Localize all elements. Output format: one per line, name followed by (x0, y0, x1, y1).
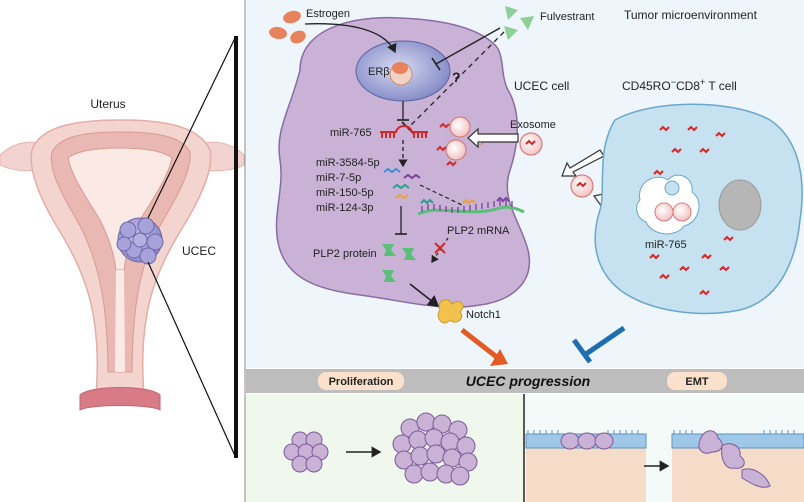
ucec-tumor-label: UCEC (182, 244, 216, 258)
tme-label: Tumor microenvironment (624, 8, 758, 22)
fulvestrant-molecules (504, 6, 534, 40)
multivesicular-body (636, 174, 700, 235)
t-cell-label: CD45RO−CD8+ T cell (622, 77, 737, 93)
mir-3584-label: miR-3584-5p (316, 157, 380, 169)
proliferation-label: Proliferation (329, 376, 394, 388)
ucec-cell-label: UCEC cell (514, 79, 569, 93)
exosome-arrow-1 (467, 127, 519, 149)
uterus-label: Uterus (90, 97, 125, 111)
mir-7-label: miR-7-5p (316, 172, 361, 184)
epithelium-right (671, 430, 804, 502)
small-tumor (283, 431, 329, 473)
epithelium-left (525, 430, 647, 502)
mir765-label: miR-765 (330, 127, 372, 139)
proliferation-tag (318, 372, 404, 390)
estrogen-molecules (269, 10, 306, 44)
mir-124-label: miR-124-3p (316, 202, 373, 214)
question-mark: ? (452, 69, 461, 85)
internal-mirna (436, 122, 457, 167)
mir765-hairpin (380, 125, 428, 138)
plp2-mrna (417, 196, 525, 216)
blocked-mark (434, 242, 446, 254)
mechanism-panel: ERβ Estrogen Fulvestrant Tumor microenvi… (246, 0, 804, 502)
emt-tag (667, 372, 727, 390)
exosome-arrow-2 (561, 149, 605, 177)
mir765-tcell-label: miR-765 (645, 239, 687, 251)
tcell-mirna (649, 125, 734, 296)
exosome-label: Exosome (510, 119, 556, 131)
large-tumor (392, 412, 478, 486)
t-cell-nucleus (718, 179, 762, 231)
notch1-label: Notch1 (466, 309, 501, 321)
fulvestrant-label: Fulvestrant (540, 11, 594, 23)
notch1-receptor (437, 299, 464, 324)
progression-arrow (460, 328, 508, 366)
plp2-mrna-label: PLP2 mRNA (447, 225, 510, 237)
uterus-panel: Uterus UCEC (0, 0, 245, 502)
mir-150-label: miR-150-5p (316, 187, 373, 199)
emt-label: EMT (685, 376, 709, 388)
plp2-protein-label: PLP2 protein (313, 248, 377, 260)
er-beta-label: ERβ (368, 66, 390, 78)
mirna-cluster (383, 167, 421, 200)
plp2-protein-icons (382, 244, 416, 282)
uterus-tumor (116, 217, 164, 265)
progression-label: UCEC progression (466, 373, 590, 389)
tcell-inhibition (571, 325, 626, 364)
estrogen-label: Estrogen (306, 8, 350, 20)
